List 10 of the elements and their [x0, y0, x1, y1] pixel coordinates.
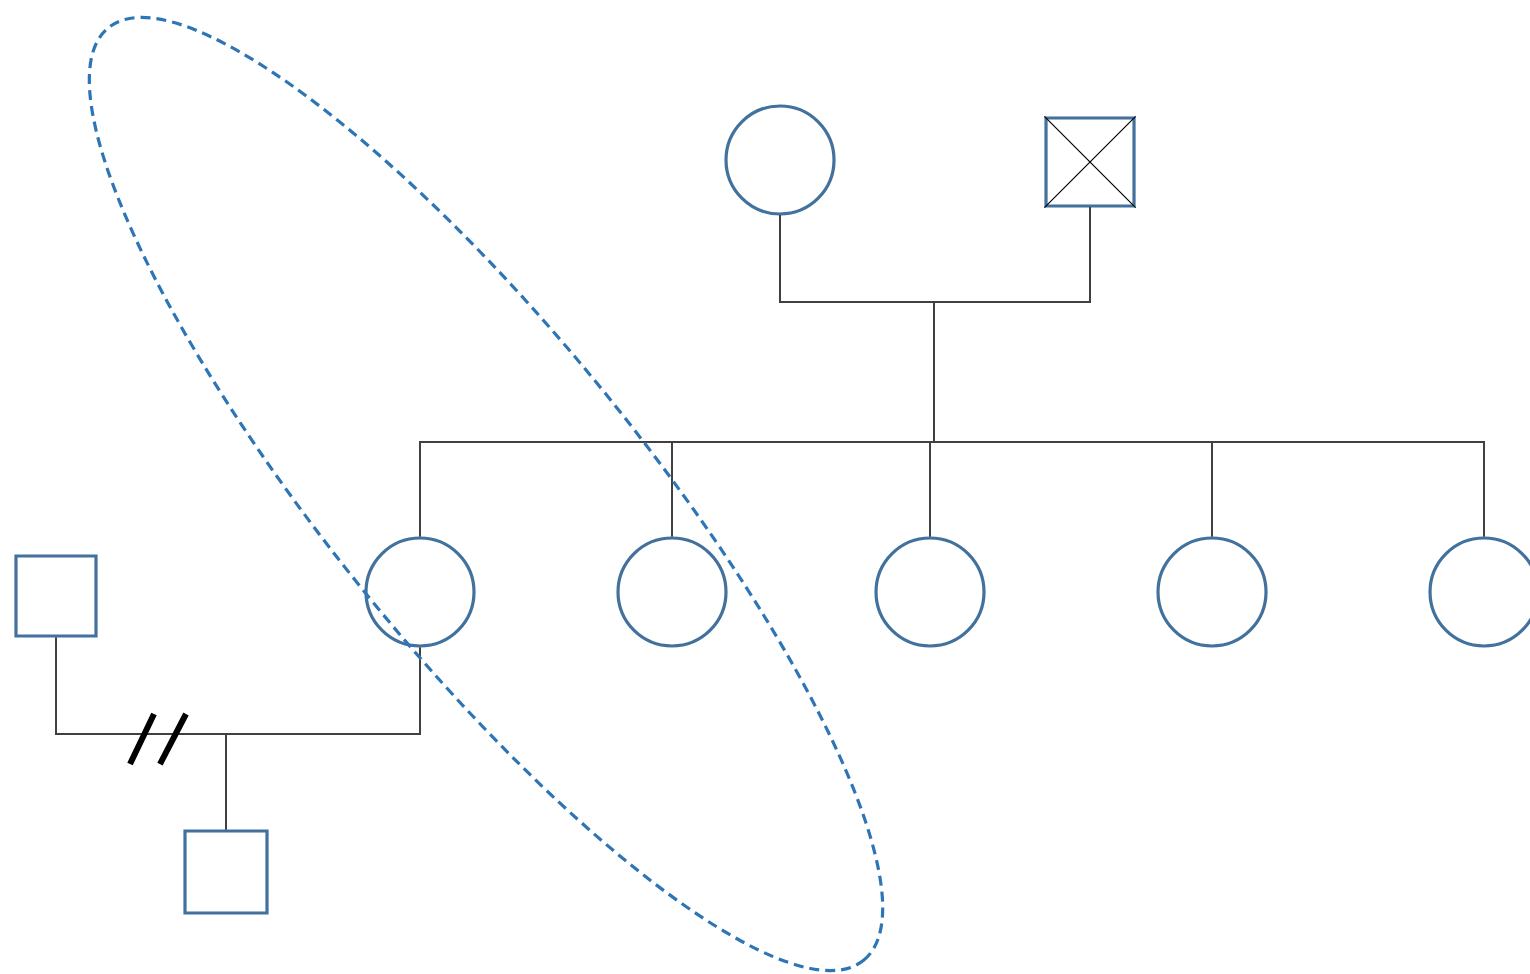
connector-line	[933, 206, 1485, 538]
affected-male-square	[1043, 115, 1137, 209]
female-circle	[616, 536, 728, 648]
female-circle	[364, 536, 476, 648]
male-square	[14, 554, 98, 638]
connector-line	[225, 646, 421, 831]
female-circle	[874, 536, 986, 648]
male-square	[183, 829, 269, 915]
female-circle	[724, 104, 836, 216]
female-circle	[1156, 536, 1268, 648]
